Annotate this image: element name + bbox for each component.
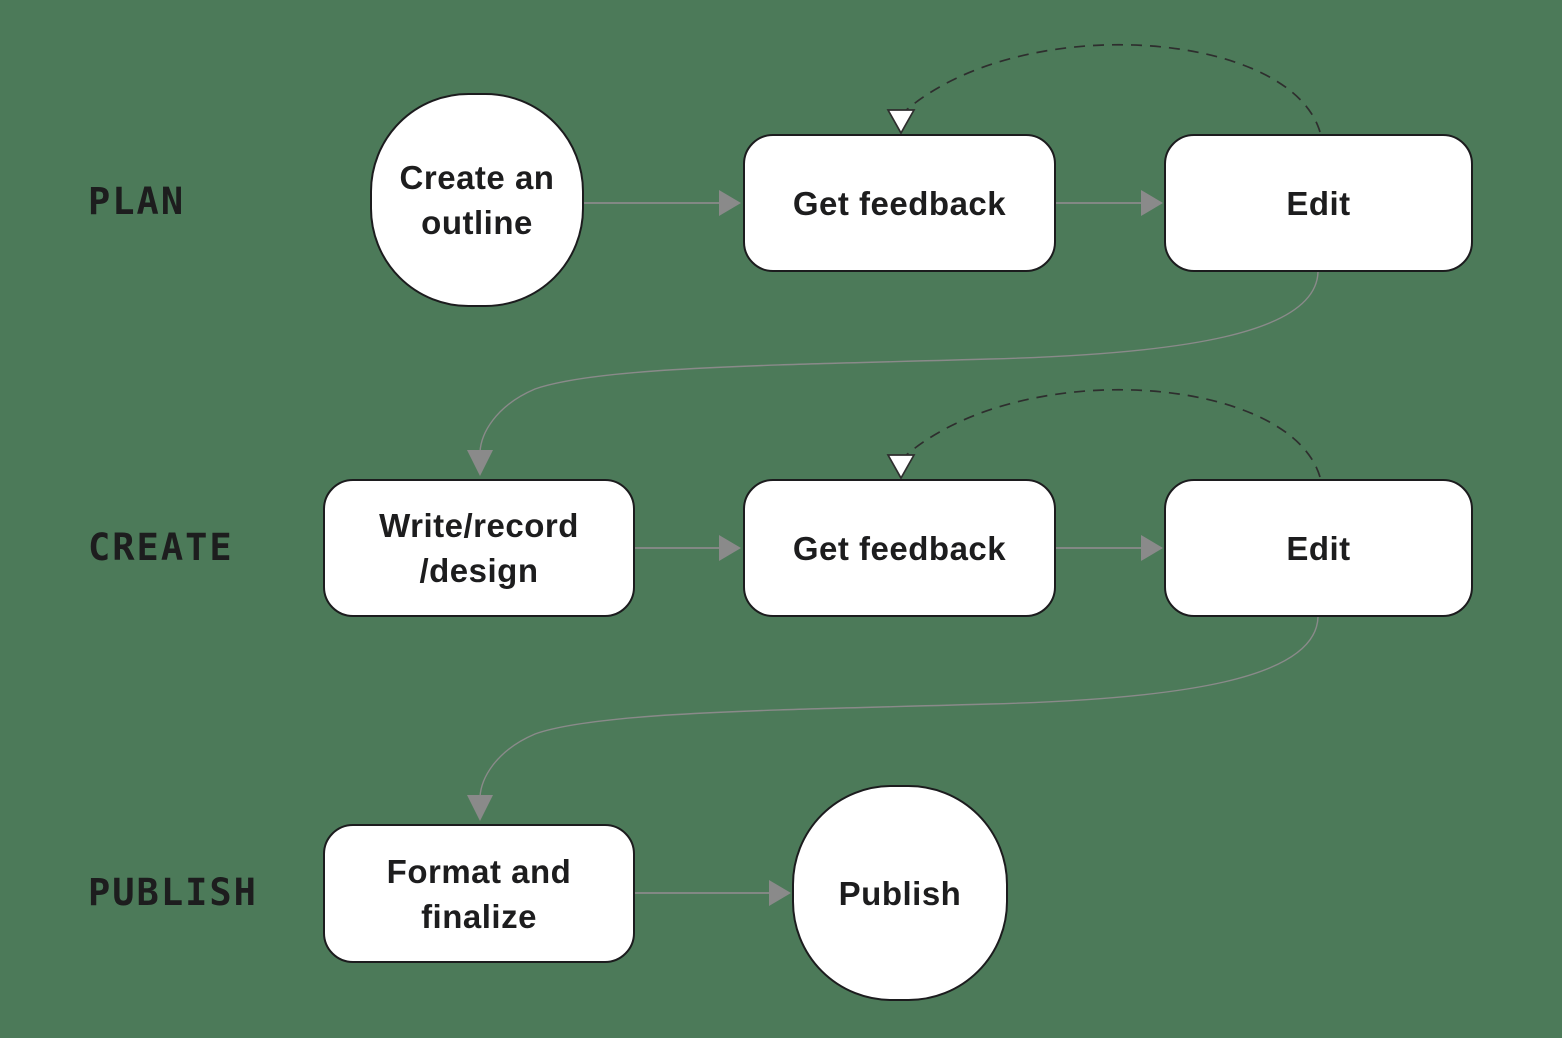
- arrowhead-right-icon: [719, 535, 741, 561]
- arrowhead-right-icon: [1141, 190, 1163, 216]
- node-label-line: Format and: [386, 852, 572, 890]
- node-publish[interactable]: Publish: [792, 785, 1008, 1001]
- edge-edit-create-to-format-curve: [479, 616, 1319, 798]
- edge-edit-plan-loop-dashed: [903, 43, 1321, 133]
- node-label-line: Create an: [399, 159, 555, 196]
- row-label-publish: PUBLISH: [88, 871, 258, 914]
- row-label-create: CREATE: [88, 526, 234, 569]
- arrowhead-right-icon: [769, 880, 791, 906]
- edge-edit-plan-to-write-record-curve: [479, 271, 1319, 453]
- arrowhead-down-open-icon: [886, 454, 916, 480]
- node-get-feedback-create[interactable]: Get feedback: [743, 479, 1056, 617]
- node-label: Edit: [1286, 184, 1351, 222]
- node-label: Get feedback: [792, 184, 1007, 222]
- node-label-line: Write/record: [379, 507, 579, 544]
- node-edit-create[interactable]: Edit: [1164, 479, 1473, 617]
- node-label-line: /design: [419, 552, 539, 589]
- node-label-line: outline: [421, 204, 533, 241]
- node-create-an-outline[interactable]: Create an outline: [370, 93, 584, 307]
- node-label: Edit: [1286, 529, 1351, 567]
- node-label-line: finalize: [421, 897, 537, 935]
- node-format-and-finalize[interactable]: Format and finalize: [323, 824, 635, 963]
- node-edit-plan[interactable]: Edit: [1164, 134, 1473, 272]
- arrowhead-right-icon: [1141, 535, 1163, 561]
- row-label-plan: PLAN: [88, 180, 186, 223]
- node-write-record-design[interactable]: Write/record /design: [323, 479, 635, 617]
- node-get-feedback-plan[interactable]: Get feedback: [743, 134, 1056, 272]
- node-label: Get feedback: [792, 529, 1007, 567]
- arrowhead-down-icon: [467, 795, 493, 821]
- arrowhead-down-icon: [467, 450, 493, 476]
- arrowhead-down-open-icon: [886, 109, 916, 135]
- arrowhead-right-icon: [719, 190, 741, 216]
- node-label: Publish: [838, 874, 962, 912]
- edge-edit-create-loop-dashed: [903, 388, 1321, 478]
